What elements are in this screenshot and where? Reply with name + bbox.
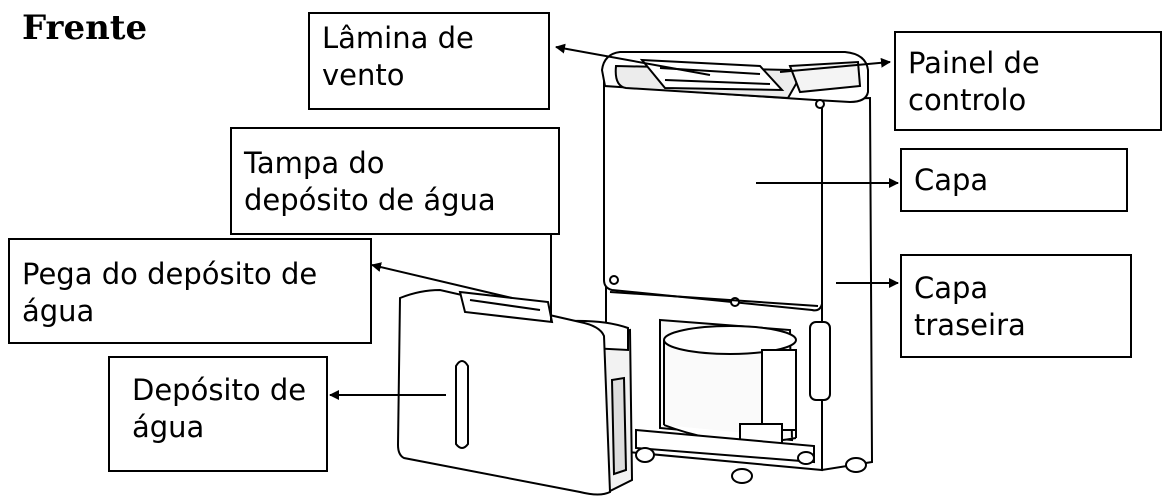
label-line: depósito de água (244, 183, 496, 217)
arrow-painel (779, 57, 891, 73)
label-line: Depósito de (132, 373, 307, 407)
leader-lines (329, 43, 899, 400)
label-deposito-de-agua: Depósito de água (108, 356, 328, 472)
page-title: Frente (22, 8, 148, 48)
label-painel-de-controlo: Painel de controlo (894, 31, 1162, 131)
label-line: água (22, 294, 95, 328)
label-lamina-de-vento: Lâmina de vento (308, 12, 550, 110)
label-capa: Capa (900, 148, 1128, 212)
label-line: controlo (908, 83, 1027, 117)
label-line: Capa (914, 163, 989, 197)
label-line: traseira (914, 308, 1026, 342)
label-line: água (132, 410, 205, 444)
water-tank (396, 288, 634, 496)
label-pega-do-deposito: Pega do depósito de água (8, 238, 372, 344)
arrow-pega (371, 262, 513, 299)
label-line: Capa (914, 271, 989, 305)
main-unit (600, 51, 874, 484)
label-line: Tampa do (244, 146, 385, 180)
label-line: Painel de (908, 46, 1040, 80)
label-line: Lâmina de (322, 21, 474, 55)
label-line: Pega do depósito de (22, 257, 318, 291)
label-line: vento (322, 58, 405, 92)
label-capa-traseira: Capa traseira (900, 254, 1132, 358)
arrow-lamina (555, 43, 711, 76)
label-tampa-do-deposito: Tampa do depósito de água (230, 127, 560, 235)
